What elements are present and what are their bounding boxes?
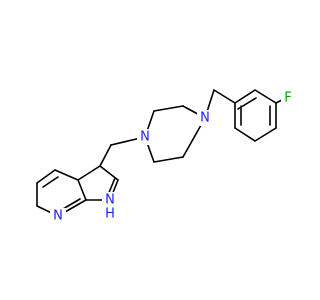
nitrogen-pyrrole: N	[105, 193, 115, 208]
n-piperazine-left-bg	[137, 129, 153, 145]
bond	[62, 198, 81, 210]
bond	[234, 89, 256, 104]
hydrogen-pyrrole: H	[105, 207, 115, 222]
fluorine-bg	[281, 90, 295, 106]
bond	[77, 165, 101, 181]
bond	[77, 179, 87, 201]
bond	[254, 89, 277, 104]
fluorine-atom: F	[284, 91, 291, 106]
n-pyrrole-bg	[102, 192, 118, 208]
molecule-structure: N N F N N H	[36, 89, 295, 224]
n-pyridine-bg	[50, 208, 66, 224]
n-piperazine-right-bg	[197, 110, 213, 126]
nitrogen-pyridine: N	[53, 209, 63, 224]
bond	[213, 89, 236, 104]
bond	[36, 169, 56, 184]
h-pyrrole-bg	[104, 207, 116, 221]
bond	[234, 127, 256, 142]
nitrogen-piperazine-right: N	[200, 111, 210, 126]
bond	[153, 156, 184, 163]
bond	[254, 127, 277, 142]
bond	[99, 144, 112, 167]
atom-labels: N N F N N H	[50, 90, 295, 224]
bond	[54, 169, 79, 181]
nitrogen-piperazine-left: N	[140, 130, 150, 145]
bond	[42, 176, 59, 188]
bond-lines	[36, 89, 287, 217]
bond	[153, 105, 184, 112]
